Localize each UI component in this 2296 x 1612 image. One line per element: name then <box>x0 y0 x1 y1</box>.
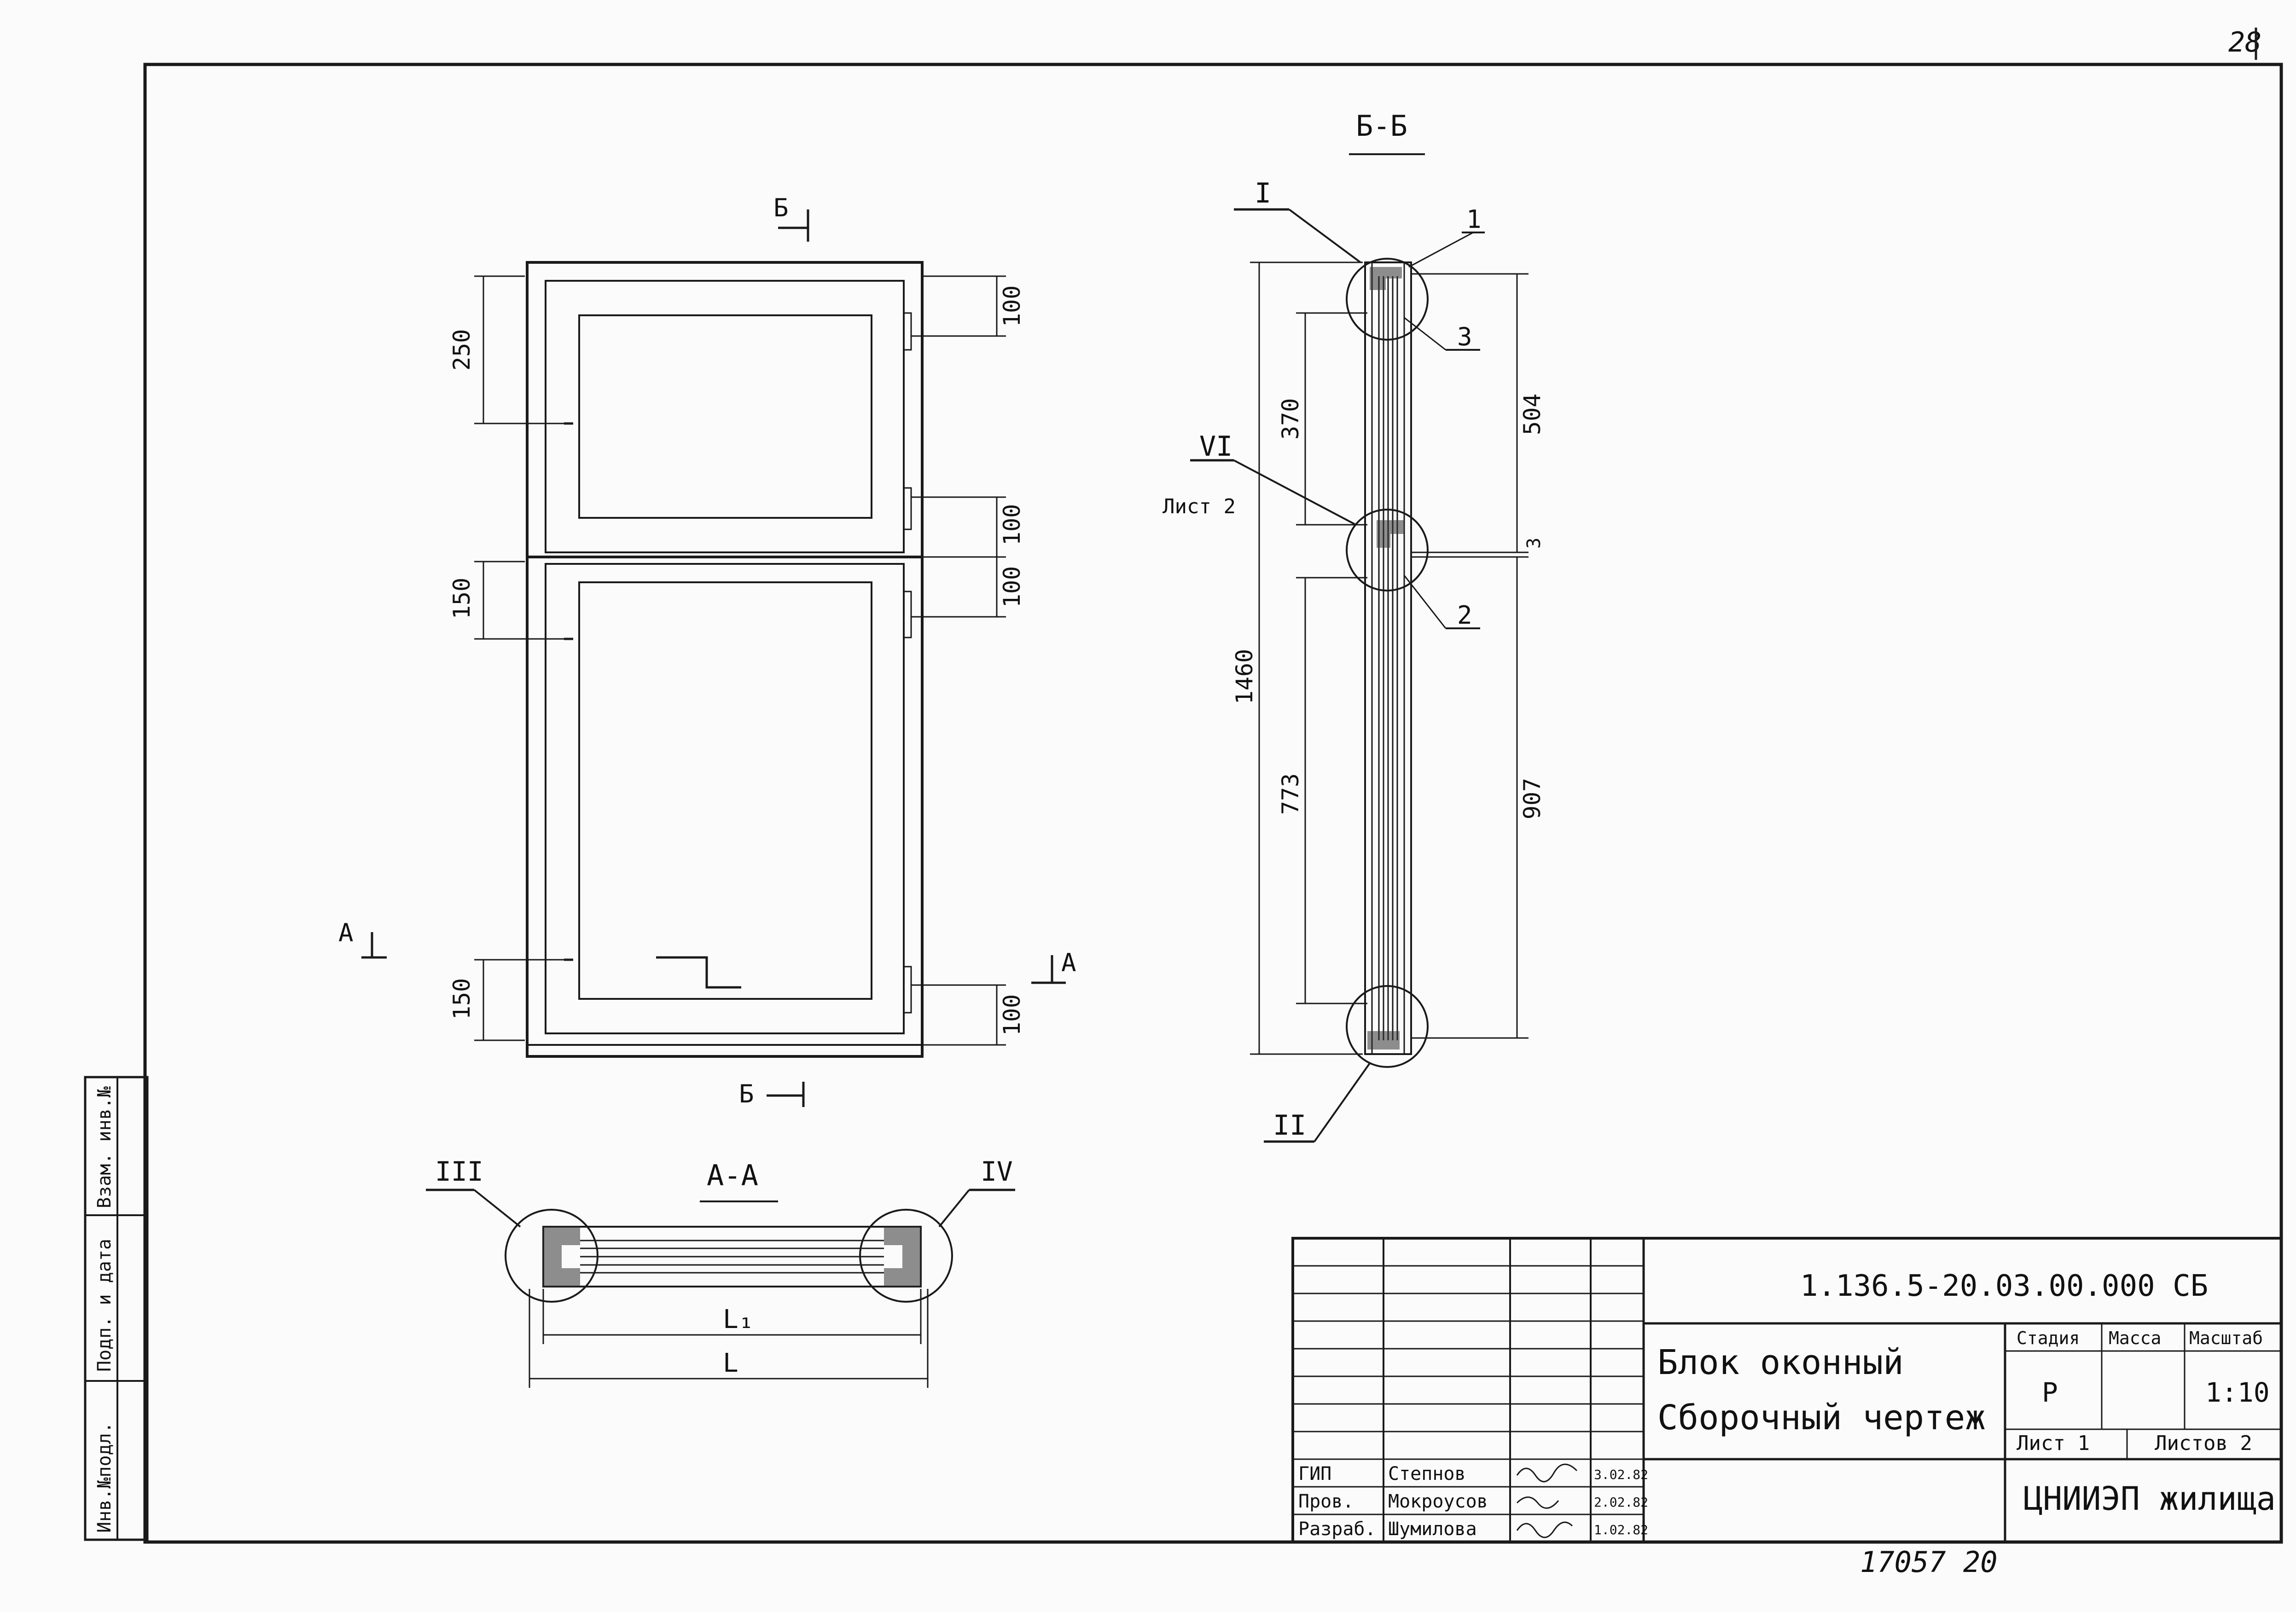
section-aa-title: А-А <box>707 1159 758 1192</box>
dim-100a: 100 <box>999 285 1025 327</box>
section-bb-dims: 1460 370 773 504 3 907 <box>1231 261 1546 1055</box>
dim-3: 3 <box>1523 538 1545 549</box>
outer-frame <box>526 261 924 1058</box>
callout-IV: IV <box>981 1156 1013 1187</box>
stage-header: Стадия <box>2017 1328 2080 1348</box>
dim-L1: L₁ <box>723 1305 754 1334</box>
section-aa: А-А III IV L₁ L <box>426 1156 1015 1388</box>
hinge <box>903 487 912 530</box>
lower-sash <box>545 563 905 1034</box>
section-mark-b-bottom: Б <box>739 1079 754 1108</box>
callout-I: I <box>1255 177 1271 209</box>
dim-100c: 100 <box>999 566 1025 608</box>
dim-L: L <box>723 1348 738 1378</box>
dim-907: 907 <box>1519 778 1546 819</box>
callout-VI: VI <box>1199 430 1232 463</box>
section-mark-a-right: А <box>1061 948 1076 977</box>
dim-773: 773 <box>1277 773 1304 815</box>
front-view-dims: 250 150 150 100 100 100 100 <box>448 275 1025 1046</box>
dim-250: 250 <box>448 329 475 371</box>
section-mark-b-top: Б <box>773 193 789 222</box>
detail-circle-II <box>1346 985 1429 1068</box>
left-margin-stamp: Инв.№подл. Подп. и дата Взам. инв.№ <box>84 1076 149 1541</box>
dim-150b: 150 <box>448 978 475 1020</box>
signer-name-2: Шумилова <box>1388 1519 1477 1540</box>
signature-shumilova <box>1516 1521 1573 1538</box>
dim-100d: 100 <box>999 994 1025 1036</box>
hinge <box>903 966 912 1014</box>
position-1: 1 <box>1466 205 1482 234</box>
title-line2: Сборочный чертеж <box>1657 1398 1986 1438</box>
signer-name-0: Степнов <box>1388 1463 1466 1484</box>
hinge <box>903 312 912 351</box>
scale-value: 1:10 <box>2205 1377 2270 1408</box>
detail-circle-VI <box>1346 509 1429 591</box>
sheet-frame <box>143 63 2283 1544</box>
title-line1: Блок оконный <box>1657 1343 1904 1382</box>
organization: ЦНИИЭП жилища <box>2023 1480 2276 1518</box>
callout-II: II <box>1273 1109 1306 1142</box>
position-2: 2 <box>1457 601 1472 630</box>
callout-III: III <box>435 1156 483 1187</box>
signer-role-2: Разраб. <box>1298 1519 1376 1540</box>
handle-symbol <box>656 956 741 989</box>
stamp-podp-data: Подп. и дата <box>94 1239 115 1372</box>
section-markers: Б Б А А <box>338 193 1076 1108</box>
dim-100b: 100 <box>999 504 1025 545</box>
bottom-number: 17057 20 <box>1860 1545 1998 1579</box>
signer-date-1: 2.02.82 <box>1594 1495 1648 1510</box>
stamp-inv-podl: Инв.№подл. <box>94 1422 115 1533</box>
stamp-vzam-inv: Взам. инв.№ <box>94 1086 115 1208</box>
position-3: 3 <box>1457 322 1472 351</box>
sheet-label: Лист 1 <box>2017 1432 2090 1455</box>
section-mark-a-left: А <box>338 918 354 947</box>
sheet-reference: Лист 2 <box>1163 495 1236 518</box>
dim-1460: 1460 <box>1231 649 1258 704</box>
signer-role-1: Пров. <box>1298 1491 1354 1512</box>
detail-circle-IV <box>859 1209 953 1303</box>
upper-glass <box>578 314 872 519</box>
front-view <box>526 261 924 1058</box>
detail-circle-III <box>505 1209 599 1303</box>
dim-150a: 150 <box>448 578 475 619</box>
hinge <box>903 591 912 638</box>
detail-circle-I <box>1346 258 1429 341</box>
stage-value: Р <box>2042 1377 2058 1408</box>
mass-header: Масса <box>2109 1328 2161 1348</box>
dim-370: 370 <box>1277 398 1304 440</box>
doc-code: 1.136.5-20.03.00.000 СБ <box>1800 1269 2208 1303</box>
lower-glass <box>578 581 872 1000</box>
signature-stepnov <box>1516 1463 1578 1483</box>
signer-date-0: 3.02.82 <box>1594 1467 1648 1482</box>
signer-name-1: Мокроусов <box>1388 1491 1488 1512</box>
section-bb-title: Б-Б <box>1356 109 1407 143</box>
title-block: 1.136.5-20.03.00.000 СБ Блок оконный Сбо… <box>1291 1237 2283 1543</box>
section-bb: Б-Б I VI Лист 2 II 1 3 <box>1163 109 1485 1143</box>
signer-date-2: 1.02.82 <box>1594 1522 1648 1537</box>
upper-sash <box>545 280 905 553</box>
signature-mokrousov <box>1516 1496 1559 1509</box>
dim-504: 504 <box>1519 394 1546 435</box>
scale-header: Масштаб <box>2189 1328 2263 1348</box>
profile-outline <box>1364 261 1412 1055</box>
signer-role-0: ГИП <box>1298 1463 1331 1484</box>
sheets-label: Листов 2 <box>2155 1432 2252 1455</box>
